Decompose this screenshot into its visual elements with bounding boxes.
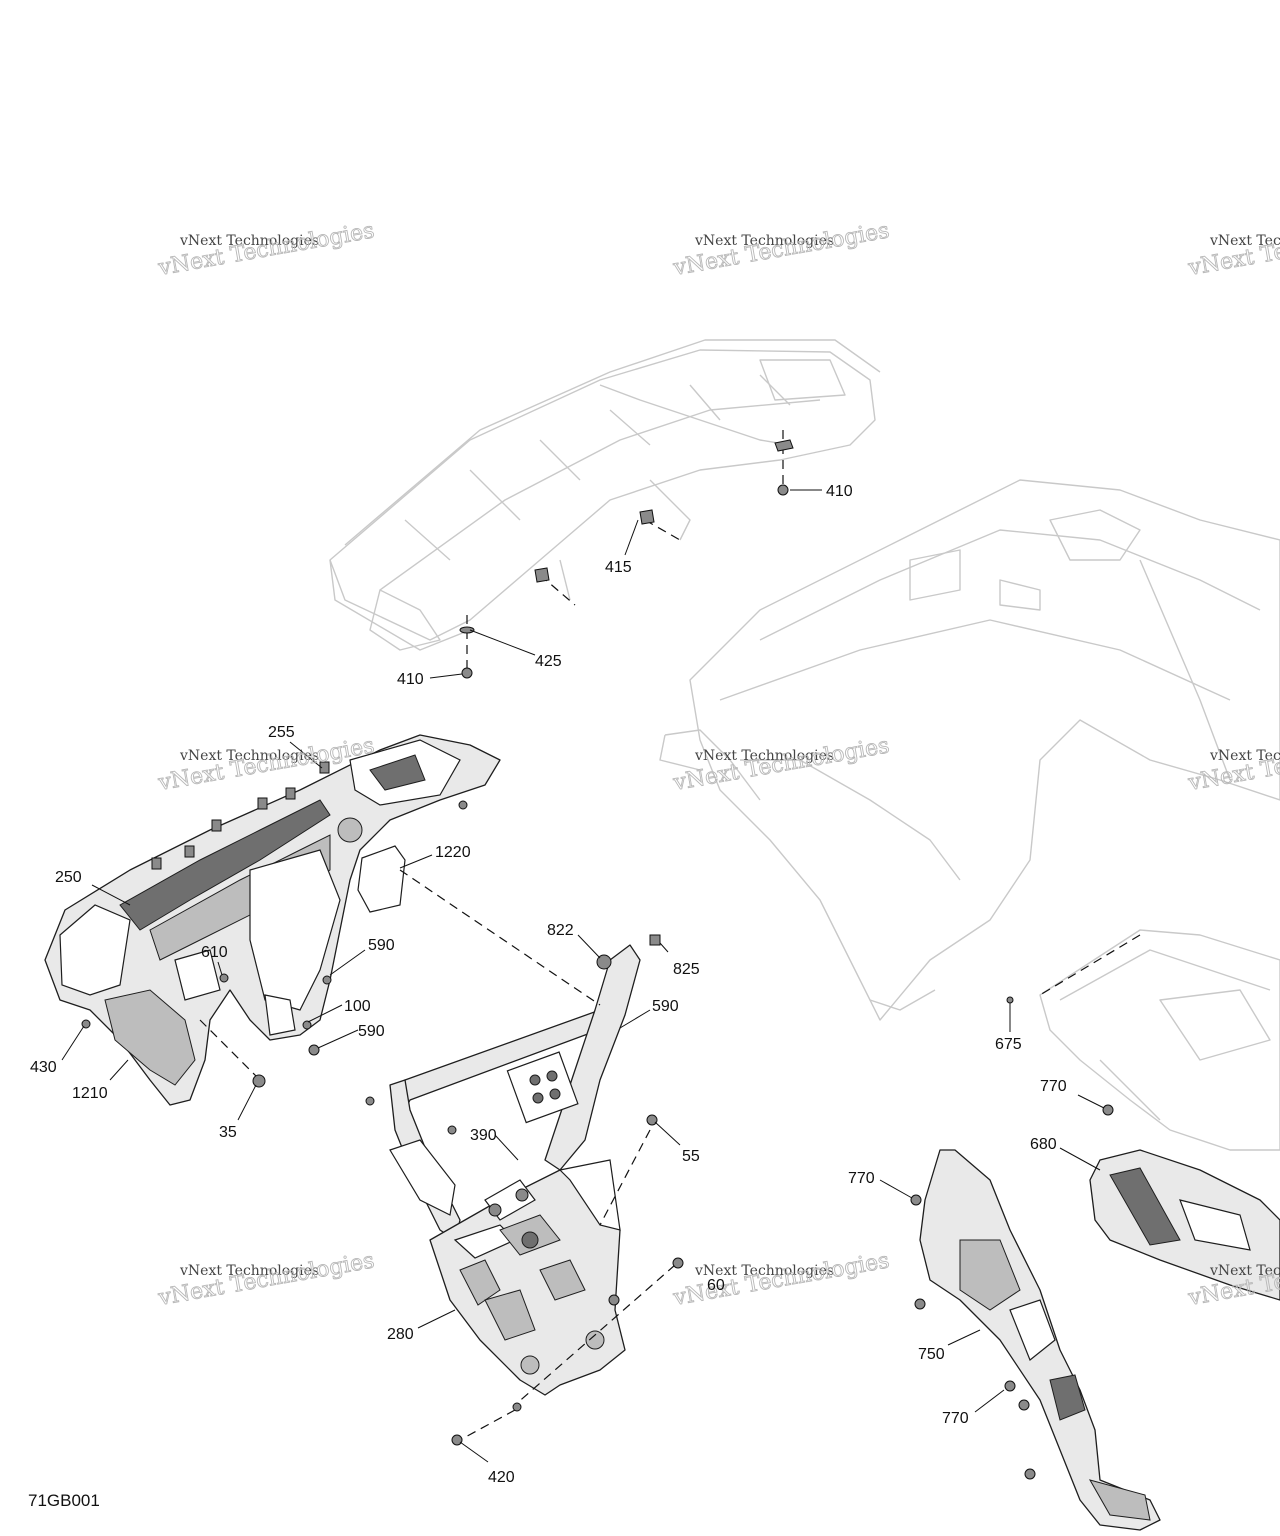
lens-1220 [357,845,406,913]
side-panel-680 [1089,1149,1280,1301]
callout-675: 675 [995,1036,1022,1053]
inner-fender-750 [919,1149,1161,1531]
callout-415: 415 [605,559,632,576]
watermark-text: vNext Technologies [1209,233,1280,249]
rear-rack-ghost [329,339,881,651]
diagram-id: 71GB001 [28,1491,100,1510]
watermark-text: vNext Technologies [694,1263,834,1279]
skid-plate-280 [429,1159,626,1396]
callout-425: 425 [535,653,562,670]
front-fascia-250 [44,734,501,1106]
rear-fender-ghost [659,479,1280,1021]
leader-lines [61,489,1105,1463]
watermark-text: vNext Technologies [1209,748,1280,764]
callout-60: 60 [707,1277,725,1294]
watermark-text: vNext Technologies [694,748,834,764]
front-support-bracket [389,944,641,1241]
callout-1210: 1210 [72,1085,108,1102]
callout-55: 55 [682,1148,700,1165]
watermark-text: vNext Technologies [1209,1263,1280,1279]
watermark-outline: vNext Technologies [671,733,892,796]
watermark-outline: vNext Technologies [156,1248,377,1311]
watermark-text: vNext Technologies [179,233,319,249]
callout-1220: 1220 [435,844,471,861]
callout-labels: 410 415 425 410 255 1220 250 610 590 100… [30,483,1067,1486]
watermark-outline: vNext Technologies [1186,218,1280,281]
watermark-outline: vNext Technologies [671,218,892,281]
callout-590: 590 [368,937,395,954]
callout-750: 750 [918,1346,945,1363]
hardware [81,439,1114,1480]
watermark-outline: vNext Technologies [1186,733,1280,796]
callout-770: 770 [942,1410,969,1427]
callout-250: 250 [55,869,82,886]
callout-390: 390 [470,1127,497,1144]
watermark-text: vNext Technologies [179,748,319,764]
callout-100: 100 [344,998,371,1015]
watermark-text: vNext Technologies [179,1263,319,1279]
callout-420: 420 [488,1469,515,1486]
callout-410: 410 [826,483,853,500]
watermark-outline: vNext Technologies [156,218,377,281]
watermark-text: vNext Technologies [694,233,834,249]
callout-680: 680 [1030,1136,1057,1153]
callout-430: 430 [30,1059,57,1076]
callout-825: 825 [673,961,700,978]
callout-590: 590 [652,998,679,1015]
callout-410: 410 [397,671,424,688]
callout-255: 255 [268,724,295,741]
watermark-outline: vNext Technologies [671,1248,892,1311]
watermarks: vNext Technologies vNext Technologies vN… [155,218,1280,1312]
callout-770: 770 [1040,1078,1067,1095]
callout-280: 280 [387,1326,414,1343]
callout-822: 822 [547,922,574,939]
callout-590: 590 [358,1023,385,1040]
callout-610: 610 [201,944,228,961]
callout-770: 770 [848,1170,875,1187]
callout-35: 35 [219,1124,237,1141]
assembly-lines [199,430,1141,1441]
side-panel-ghost [1039,929,1280,1151]
